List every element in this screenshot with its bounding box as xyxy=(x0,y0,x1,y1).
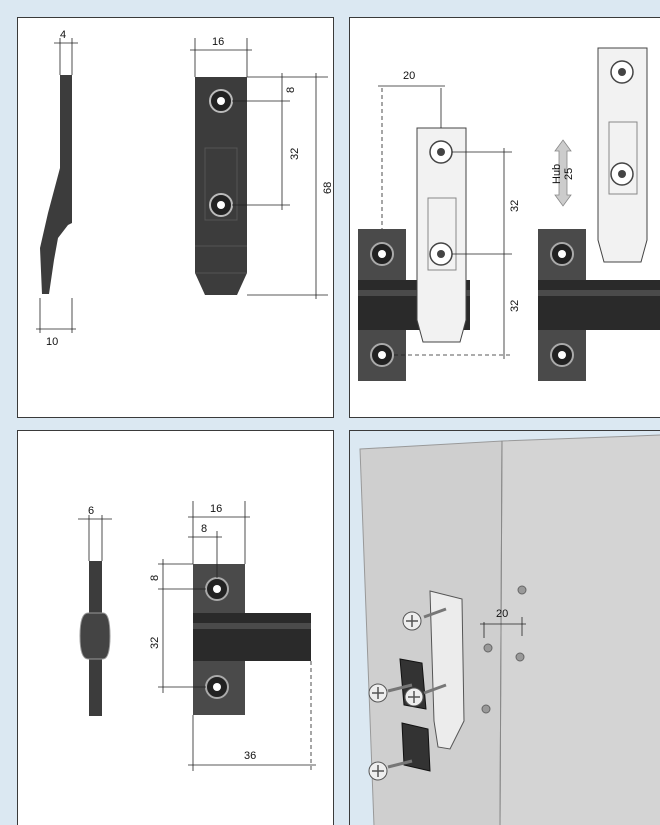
hub-arrow xyxy=(554,139,572,207)
dim-side-width: 6 xyxy=(88,505,94,517)
panel-top-right: 20 32 32 Hub 25 xyxy=(349,17,660,418)
dim-top-offset: 8 xyxy=(285,87,297,93)
screw-2 xyxy=(368,683,413,703)
dim-offset: 20 xyxy=(403,70,415,82)
front-view-part xyxy=(195,77,247,295)
hub-label: Hub xyxy=(551,164,563,184)
panel-bottom-left: 6 16 8 8 32 36 xyxy=(17,430,334,825)
drawing-bar-variant: 6 16 8 8 32 36 xyxy=(78,501,316,771)
light-part-right xyxy=(597,47,648,263)
drawing-side-and-front-view: 4 10 16 8 32 68 xyxy=(36,29,334,348)
screw-1 xyxy=(402,607,447,631)
dim-side-width: 4 xyxy=(60,29,66,41)
side-profile xyxy=(40,75,72,294)
dim-side-base: 10 xyxy=(46,336,58,348)
bar xyxy=(193,613,311,661)
bar-right xyxy=(538,280,660,330)
dim-hole-spacing: 20 xyxy=(496,608,508,620)
light-part-left xyxy=(416,127,467,343)
hub-value: 25 xyxy=(563,168,575,180)
panel-bottom-right: 20 xyxy=(349,430,660,825)
dim-hole-offset: 8 xyxy=(201,523,207,535)
drawing-assembly-view: 20 32 32 Hub 25 xyxy=(358,47,660,381)
drawing-installation-3d: 20 xyxy=(359,434,660,825)
dim-hole-spacing: 32 xyxy=(149,637,161,649)
dim-hole-spacing: 32 xyxy=(289,148,301,160)
dim-bar-length: 36 xyxy=(244,750,256,762)
wall-right xyxy=(499,434,660,825)
dark-plate-lower xyxy=(401,722,431,772)
dim-front-width: 16 xyxy=(212,36,224,48)
light-bracket xyxy=(429,590,465,750)
dim-lower-spacing: 32 xyxy=(509,300,521,312)
dim-total-height: 68 xyxy=(322,182,334,194)
screw-4 xyxy=(368,759,413,781)
dim-upper-spacing: 32 xyxy=(509,200,521,212)
screw-3 xyxy=(404,683,447,707)
dim-top-offset: 8 xyxy=(149,575,161,581)
panel-top-left: 4 10 16 8 32 68 xyxy=(17,17,334,418)
dim-front-width: 16 xyxy=(210,503,222,515)
